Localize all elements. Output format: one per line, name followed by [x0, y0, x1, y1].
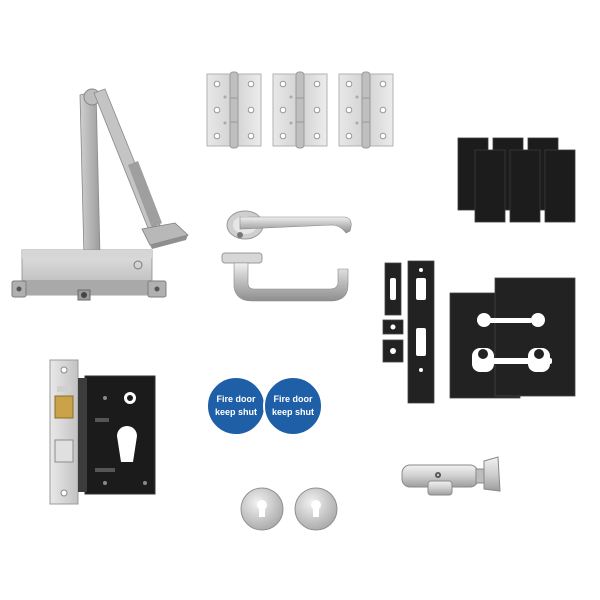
sign-line-2: keep shut [215, 407, 257, 417]
escutcheons [240, 487, 338, 531]
sashlock [49, 359, 156, 505]
lever-handles [221, 210, 352, 302]
sign-line-2: keep shut [272, 407, 314, 417]
intumescent-lock-kit [382, 260, 576, 404]
fire-door-sign-left: Fire door keep shut [206, 376, 266, 436]
escutcheon-right [294, 487, 338, 531]
intumescent-pads [457, 137, 576, 223]
escutcheon-left [240, 487, 284, 531]
fire-door-sign-right: Fire door keep shut [263, 376, 323, 436]
door-closer [11, 88, 189, 301]
sign-line-1: Fire door [273, 394, 312, 404]
hinge-set [206, 71, 394, 149]
fire-door-signs: Fire door keep shut Fire door keep shut [206, 376, 323, 436]
sign-line-1: Fire door [216, 394, 255, 404]
euro-cylinder [401, 456, 501, 496]
